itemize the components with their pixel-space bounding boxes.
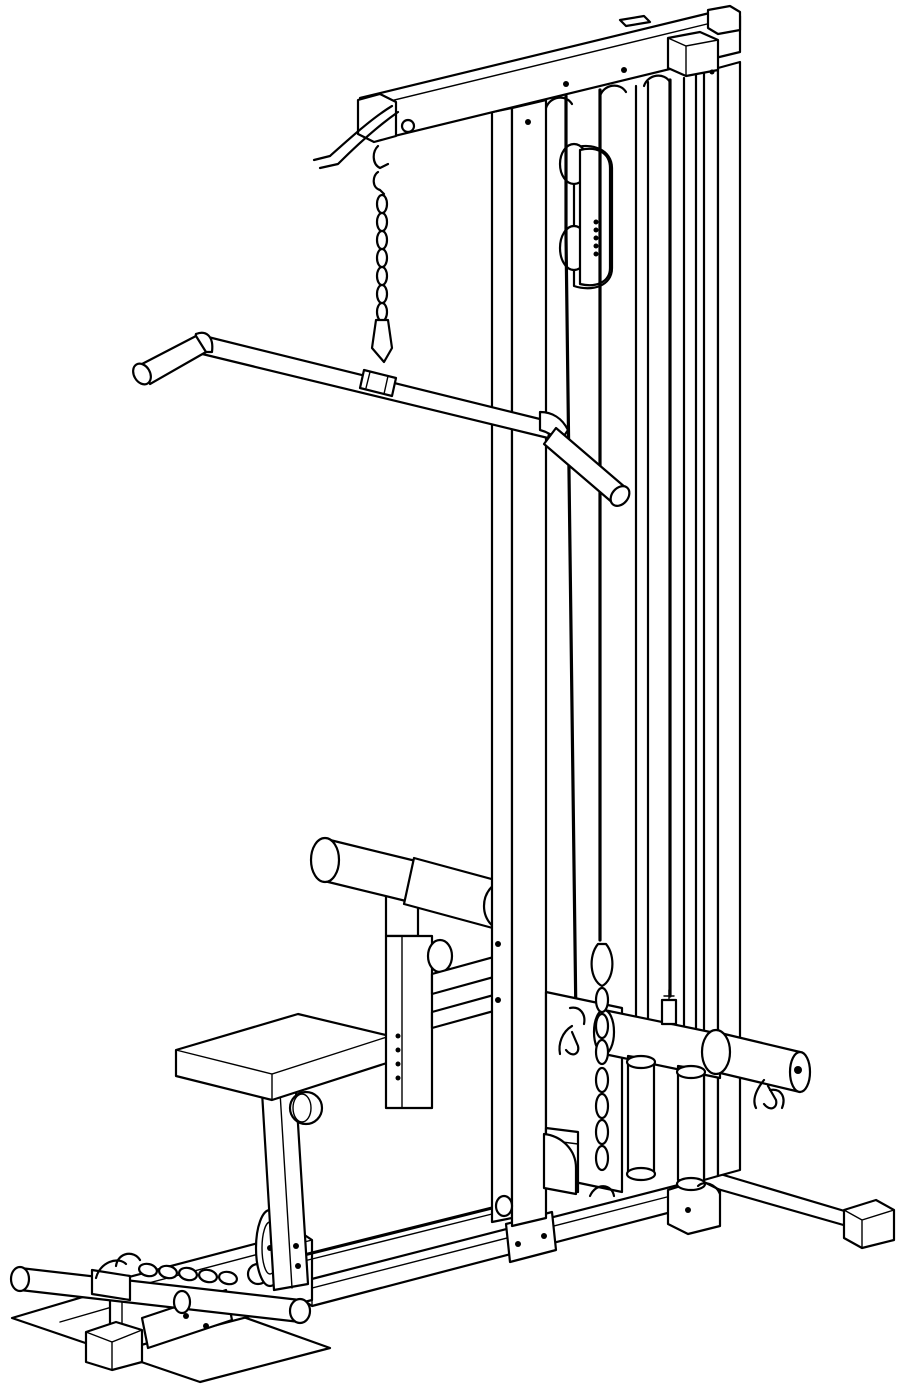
- weight-tube-left: [625, 1054, 657, 1182]
- weight-post-sleeve: [592, 1008, 812, 1094]
- top-end-cap-front: [356, 92, 398, 144]
- main-cable-front: [564, 94, 580, 1182]
- floor-hook: [588, 1182, 722, 1198]
- low-pulley-hook: [94, 1252, 142, 1280]
- thigh-pad-knob: [426, 938, 454, 974]
- front-foot-cap: [84, 1320, 144, 1372]
- guide-rod-left: [634, 80, 650, 1178]
- lat-pulldown-chain: [370, 170, 394, 364]
- rear-foot-plate: [666, 1178, 722, 1236]
- seat-adjustment-knob: [288, 1090, 324, 1126]
- seat-pad: [174, 1012, 392, 1102]
- thigh-roller-pad-left: [309, 836, 422, 904]
- weight-tube-right: [675, 1064, 707, 1192]
- top-end-cap-rear: [666, 30, 720, 78]
- spring-collar-left: [558, 1006, 586, 1056]
- spring-collar-right: [753, 1078, 785, 1110]
- rear-upright: [702, 60, 742, 1182]
- carriage-chain: [590, 942, 614, 1172]
- weight-stopper-collar: [660, 989, 678, 1026]
- guide-rod-right: [682, 72, 698, 1178]
- right-rear-foot-cap: [842, 1198, 896, 1250]
- low-pulley-housing: [542, 1132, 578, 1196]
- lat-pulldown-bar: [132, 331, 631, 507]
- front-upright-left: [490, 106, 514, 1224]
- low-pulley-cable: [298, 1202, 510, 1263]
- foot-roller-bar: [9, 1265, 312, 1325]
- floating-pulley-block: [558, 142, 614, 290]
- top-end-cap-right: [618, 4, 742, 36]
- top-hook-bracket: [312, 104, 416, 170]
